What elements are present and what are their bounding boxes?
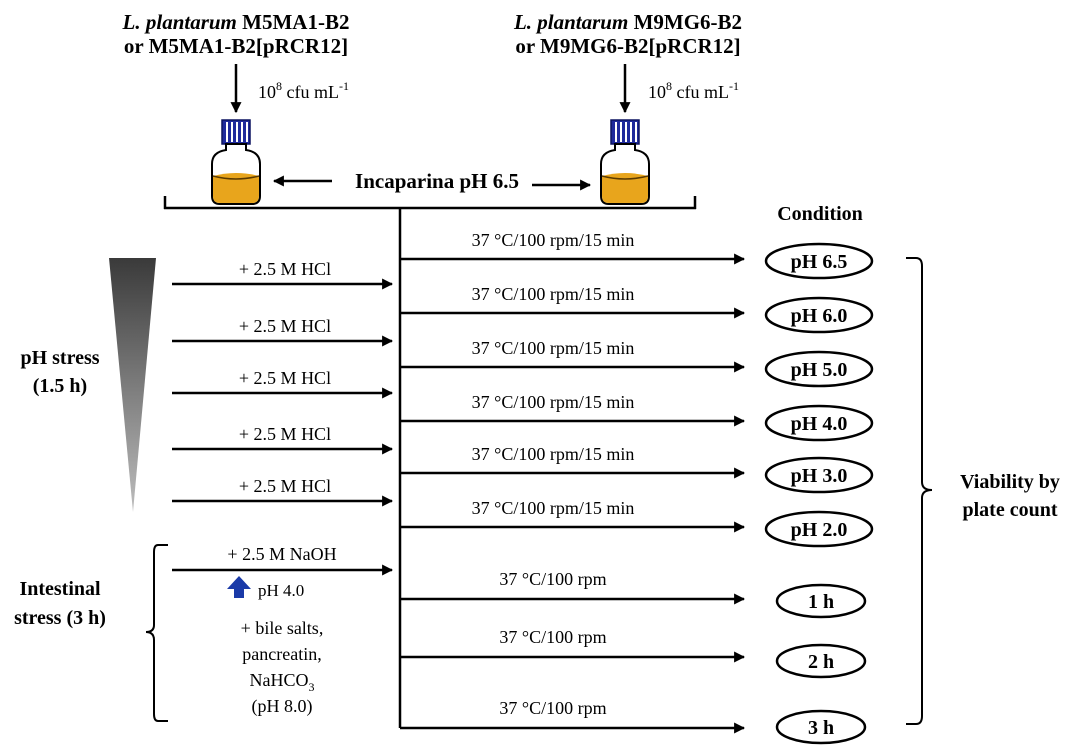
intestinal-stress-label-1: Intestinal	[19, 578, 101, 600]
intestinal-stress-label-2: stress (3 h)	[14, 607, 106, 629]
svg-text:37 °C/100 rpm/15 min: 37 °C/100 rpm/15 min	[472, 498, 635, 518]
svg-text:37 °C/100 rpm/15 min: 37 °C/100 rpm/15 min	[472, 444, 635, 464]
svg-text:+ 2.5 M HCl: + 2.5 M HCl	[239, 424, 331, 444]
svg-text:37 °C/100 rpm: 37 °C/100 rpm	[499, 698, 606, 718]
strain-2-label: L. plantarum M9MG6-B2 or M9MG6-B2[pRCR12…	[513, 10, 742, 58]
strain-2-alt: or M9MG6-B2[pRCR12]	[515, 34, 740, 58]
strain-2-species: L. plantarum	[513, 10, 628, 34]
svg-text:+ 2.5 M HCl: + 2.5 M HCl	[239, 316, 331, 336]
ph-branch: 37 °C/100 rpm/15 min	[400, 392, 746, 427]
intestinal-bracket	[145, 544, 168, 722]
svg-text:37 °C/100 rpm/15 min: 37 °C/100 rpm/15 min	[472, 392, 635, 412]
svg-text:+ 2.5 M HCl: + 2.5 M HCl	[239, 259, 331, 279]
hcl-step: + 2.5 M HCl	[172, 424, 394, 455]
time-branch: 37 °C/100 rpm	[400, 698, 746, 734]
strain-1-name: M5MA1-B2	[242, 10, 349, 34]
time-branch: 37 °C/100 rpm	[400, 569, 746, 605]
condition-oval-ph: pH 4.0	[764, 404, 874, 442]
svg-text:pH 6.5: pH 6.5	[791, 251, 848, 273]
medium-label: Incaparina pH 6.5	[355, 169, 519, 193]
hcl-step: + 2.5 M HCl	[172, 476, 394, 507]
condition-oval-ph: pH 2.0	[764, 510, 874, 548]
condition-oval-ph: pH 6.0	[764, 296, 874, 334]
result-label-2: plate count	[963, 499, 1058, 521]
svg-text:2 h: 2 h	[808, 651, 834, 673]
svg-text:37 °C/100 rpm: 37 °C/100 rpm	[499, 569, 606, 589]
bottle-icon	[211, 119, 261, 205]
bottle-icon	[600, 119, 650, 205]
supplement-nahco3: NaHCO3	[250, 670, 315, 694]
ph-branch: 37 °C/100 rpm/15 min	[400, 284, 746, 319]
gradient-triangle-icon	[109, 258, 156, 512]
supplement-bile: + bile salts,	[241, 618, 324, 638]
svg-text:pH 4.0: pH 4.0	[791, 413, 848, 435]
ph-branch: 37 °C/100 rpm/15 min	[400, 498, 746, 533]
ph-branch: 37 °C/100 rpm/15 min	[400, 338, 746, 373]
strain-1-label: L. plantarum M5MA1-B2 or M5MA1-B2[pRCR12…	[122, 10, 350, 58]
condition-oval-time: 2 h	[775, 643, 867, 679]
strain-2-dose: 108 cfu mL-1	[648, 79, 739, 102]
svg-text:pH 2.0: pH 2.0	[791, 519, 848, 541]
svg-text:pH 6.0: pH 6.0	[791, 305, 848, 327]
condition-oval-ph: pH 3.0	[764, 456, 874, 494]
naoh-label: + 2.5 M NaOH	[227, 544, 336, 564]
svg-text:37 °C/100 rpm/15 min: 37 °C/100 rpm/15 min	[472, 284, 635, 304]
supplement-ph: (pH 8.0)	[252, 696, 313, 717]
strain-1-species: L. plantarum	[122, 10, 237, 34]
result-bracket	[906, 257, 933, 725]
ph-up-label: pH 4.0	[258, 581, 304, 600]
svg-text:1 h: 1 h	[808, 591, 834, 613]
strain-1-dose: 108 cfu mL-1	[258, 79, 349, 102]
svg-text:pH 3.0: pH 3.0	[791, 465, 848, 487]
svg-text:37 °C/100 rpm/15 min: 37 °C/100 rpm/15 min	[472, 338, 635, 358]
condition-oval-time: 1 h	[775, 583, 867, 619]
svg-text:pH 5.0: pH 5.0	[791, 359, 848, 381]
hcl-step: + 2.5 M HCl	[172, 259, 394, 290]
up-arrow-icon	[227, 576, 251, 598]
strain-2-name: M9MG6-B2	[634, 10, 742, 34]
svg-text:37 °C/100 rpm/15 min: 37 °C/100 rpm/15 min	[472, 230, 635, 250]
hcl-step: + 2.5 M HCl	[172, 316, 394, 347]
ph-branch: 37 °C/100 rpm/15 min	[400, 230, 746, 265]
condition-oval-ph: pH 6.5	[764, 242, 874, 280]
svg-text:L. plantarum M5MA1-B2: L. plantarum M5MA1-B2	[122, 10, 350, 34]
ph-branch: 37 °C/100 rpm/15 min	[400, 444, 746, 479]
supplement-pancreatin: pancreatin,	[242, 644, 321, 664]
svg-text:+ 2.5 M HCl: + 2.5 M HCl	[239, 476, 331, 496]
time-branch: 37 °C/100 rpm	[400, 627, 746, 663]
condition-oval-time: 3 h	[775, 709, 867, 745]
svg-text:3 h: 3 h	[808, 717, 834, 739]
ph-stress-label-1: pH stress	[20, 347, 99, 369]
condition-header: Condition	[777, 203, 863, 225]
ph-stress-label-2: (1.5 h)	[33, 375, 87, 397]
strain-1-alt: or M5MA1-B2[pRCR12]	[124, 34, 348, 58]
svg-text:L. plantarum M9MG6-B2: L. plantarum M9MG6-B2	[513, 10, 742, 34]
hcl-step: + 2.5 M HCl	[172, 368, 394, 399]
svg-text:37 °C/100 rpm: 37 °C/100 rpm	[499, 627, 606, 647]
condition-oval-ph: pH 5.0	[764, 350, 874, 388]
result-label-1: Viability by	[960, 471, 1060, 493]
svg-text:+ 2.5 M HCl: + 2.5 M HCl	[239, 368, 331, 388]
